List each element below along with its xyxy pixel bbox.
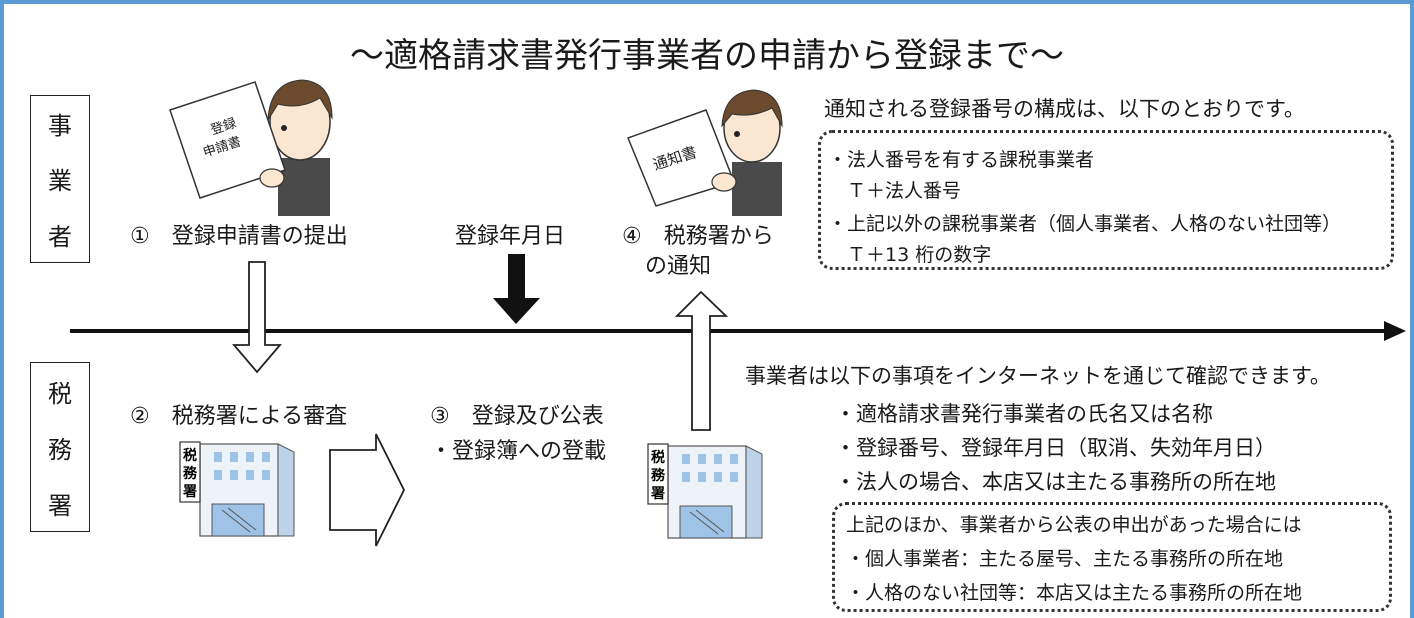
internet-info-item: ・登録番号、登録年月日（取消、失効年月日） [835, 436, 1276, 460]
step2-label: ② 税務署による審査 [130, 404, 348, 429]
lane-business-char: 業 [48, 167, 72, 196]
registration-date-arrow [493, 254, 540, 324]
registration-date-label: 登録年月日 [455, 224, 566, 249]
internet-info-item: ・適格請求書発行事業者の氏名又は名称 [835, 402, 1213, 426]
timeline-arrowhead [1384, 321, 1406, 341]
registration-number-line: Ｔ＋13 桁の数字 [828, 244, 992, 266]
step1-label: ① 登録申請書の提出 [130, 224, 348, 249]
notification-arrow [674, 290, 729, 431]
page-title: ～適格請求書発行事業者の申請から登録まで～ [350, 36, 1064, 76]
registration-number-line: ・法人番号を有する課税事業者 [828, 149, 1095, 171]
registration-number-heading: 通知される登録番号の構成は、以下のとおりです。 [824, 97, 1305, 121]
step4-label-continued: の通知 [645, 254, 712, 279]
person-with-application-illustration: 登録 申請書 [169, 79, 333, 216]
step4-label: ④ 税務署から [622, 224, 774, 249]
tax-office-sign-char: 署 [182, 484, 197, 500]
internet-info-item: ・法人の場合、本店又は主たる事務所の所在地 [835, 470, 1276, 494]
lane-tax-office: 税 務 署 [30, 362, 90, 532]
application-arrow [232, 261, 282, 374]
step3-label: ③ 登録及び公表 [430, 404, 604, 429]
registration-number-line: ・上記以外の課税事業者（個人事業者、人格のない社団等） [828, 213, 1342, 235]
lane-business: 事 業 者 [30, 95, 90, 263]
additional-disclosure-line: 上記のほか、事業者から公表の申出があった場合には [846, 514, 1302, 536]
tax-office-building-icon: 税 務 署 [647, 443, 763, 539]
lane-business-char: 者 [48, 222, 72, 251]
internet-info-heading: 事業者は以下の事項をインターネットを通じて確認できます。 [745, 364, 1331, 388]
lane-tax-office-char: 務 [48, 435, 72, 464]
person-with-notice-illustration: 通知書 [627, 89, 783, 216]
tax-office-sign-char: 務 [183, 465, 198, 482]
additional-disclosure-box [832, 502, 1392, 612]
step3-detail: ・登録簿への登載 [430, 439, 607, 464]
lane-tax-office-char: 税 [48, 379, 72, 408]
registration-number-line: Ｔ＋法人番号 [828, 180, 962, 202]
registration-number-box [818, 130, 1394, 270]
tax-office-sign-char: 務 [651, 467, 666, 484]
review-to-registration-arrow [329, 433, 406, 547]
tax-office-building-icon: 税 務 署 [179, 441, 295, 537]
additional-disclosure-line: ・個人事業者：主たる屋号、主たる事務所の所在地 [846, 548, 1284, 570]
tax-office-sign-char: 署 [650, 486, 665, 502]
lane-business-char: 事 [48, 112, 72, 141]
tax-office-sign-char: 税 [651, 449, 665, 466]
lane-tax-office-char: 署 [48, 491, 72, 520]
tax-office-sign-char: 税 [183, 447, 197, 464]
additional-disclosure-line: ・人格のない社団等：本店又は主たる事務所の所在地 [846, 582, 1303, 604]
